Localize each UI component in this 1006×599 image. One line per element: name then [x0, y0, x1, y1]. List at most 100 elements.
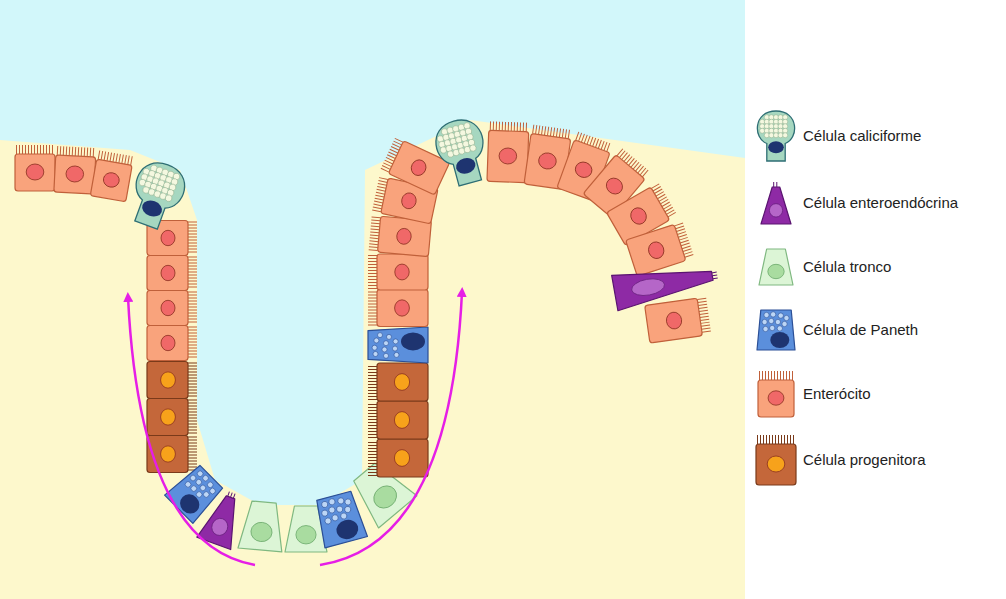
nucleus — [394, 374, 409, 391]
microvilli — [758, 435, 794, 444]
goblet-cell — [757, 111, 794, 161]
enterocyte-cell — [147, 291, 197, 326]
nucleus — [140, 198, 164, 219]
enterocyte-cell — [90, 150, 133, 202]
granule — [344, 498, 352, 506]
granule — [373, 351, 378, 356]
nucleus — [628, 205, 650, 227]
cell-body — [626, 224, 686, 276]
cell-body — [313, 490, 368, 548]
stem-cell — [759, 249, 793, 285]
migration-arrow — [320, 292, 462, 565]
nucleus — [26, 164, 44, 180]
cell-body — [377, 290, 428, 327]
granule — [784, 315, 789, 320]
nucleus — [161, 409, 176, 425]
legend-label: Célula enteroendócrina — [803, 194, 958, 212]
enterocyte-cell — [626, 222, 695, 277]
granule — [209, 487, 217, 495]
granule — [190, 485, 198, 493]
nucleus — [769, 204, 782, 217]
nucleus — [768, 391, 784, 405]
enterocyte-cell — [147, 256, 197, 291]
legend-label: Célula caliciforme — [803, 127, 921, 145]
nucleus — [665, 311, 682, 330]
nucleus — [296, 526, 316, 544]
migration-arrow — [128, 297, 255, 565]
cell-body — [758, 380, 794, 417]
cell-body — [123, 157, 191, 234]
microvilli — [368, 405, 377, 438]
enterocyte-cell — [380, 137, 450, 195]
granule — [331, 514, 339, 522]
nucleus — [603, 175, 626, 197]
microvilli — [188, 400, 197, 433]
cell-body — [388, 141, 449, 195]
granule — [770, 312, 775, 317]
nucleus — [400, 192, 417, 210]
tissue-ground — [0, 0, 745, 599]
granule — [393, 339, 398, 344]
microvilli — [774, 182, 777, 187]
cell-body — [761, 187, 791, 224]
nucleus — [767, 456, 785, 472]
nucleus — [395, 300, 410, 316]
nucleus — [369, 481, 401, 512]
microvilli — [188, 222, 197, 252]
cell-body — [54, 155, 96, 194]
nucleus — [209, 516, 230, 538]
paneth-cell — [368, 327, 428, 363]
granule — [394, 352, 399, 357]
progenitor-cell — [368, 401, 428, 439]
nucleus — [394, 412, 409, 429]
nucleus — [646, 240, 666, 261]
granule — [770, 325, 775, 330]
cell-body — [431, 115, 493, 189]
granule — [764, 312, 769, 317]
granule — [769, 133, 774, 138]
cell-body — [147, 256, 188, 291]
enterocyte-cell — [368, 290, 428, 327]
granule — [762, 319, 767, 324]
cell-body — [756, 444, 796, 485]
progenitor-cell — [147, 399, 197, 436]
nucleus — [161, 230, 175, 245]
paneth-cell — [757, 310, 795, 350]
microvilli — [17, 145, 53, 154]
cell-body — [147, 326, 188, 361]
cell-layer — [15, 115, 720, 552]
nucleus — [161, 446, 176, 462]
nucleus — [768, 141, 784, 153]
cell-body — [147, 362, 188, 399]
nucleus — [66, 166, 84, 183]
legend-icons — [756, 111, 796, 485]
granule — [383, 341, 388, 346]
granule — [377, 333, 382, 338]
paneth-cell — [313, 490, 368, 548]
progenitor-cell — [147, 436, 197, 473]
progenitor-cell — [368, 363, 428, 401]
enterocyte-cell — [758, 371, 794, 417]
microvilli — [188, 363, 197, 396]
granule — [777, 326, 782, 331]
granule — [760, 128, 765, 133]
granule — [763, 326, 768, 331]
granule — [337, 497, 345, 505]
granule — [340, 512, 348, 520]
granule — [184, 480, 192, 488]
progenitor-cell — [756, 435, 796, 485]
nucleus — [394, 450, 409, 467]
cell-body — [377, 254, 428, 290]
granule — [202, 491, 210, 499]
nucleus — [454, 156, 477, 176]
lumen-ground — [0, 0, 745, 505]
granule — [783, 133, 788, 138]
goblet-cell — [431, 115, 493, 189]
cell-body — [377, 439, 428, 477]
cell-body — [377, 401, 428, 439]
enterocyte-cell — [147, 326, 197, 361]
nucleus — [161, 335, 175, 350]
legend-label: Célula progenitora — [803, 451, 926, 469]
granule — [206, 481, 214, 489]
